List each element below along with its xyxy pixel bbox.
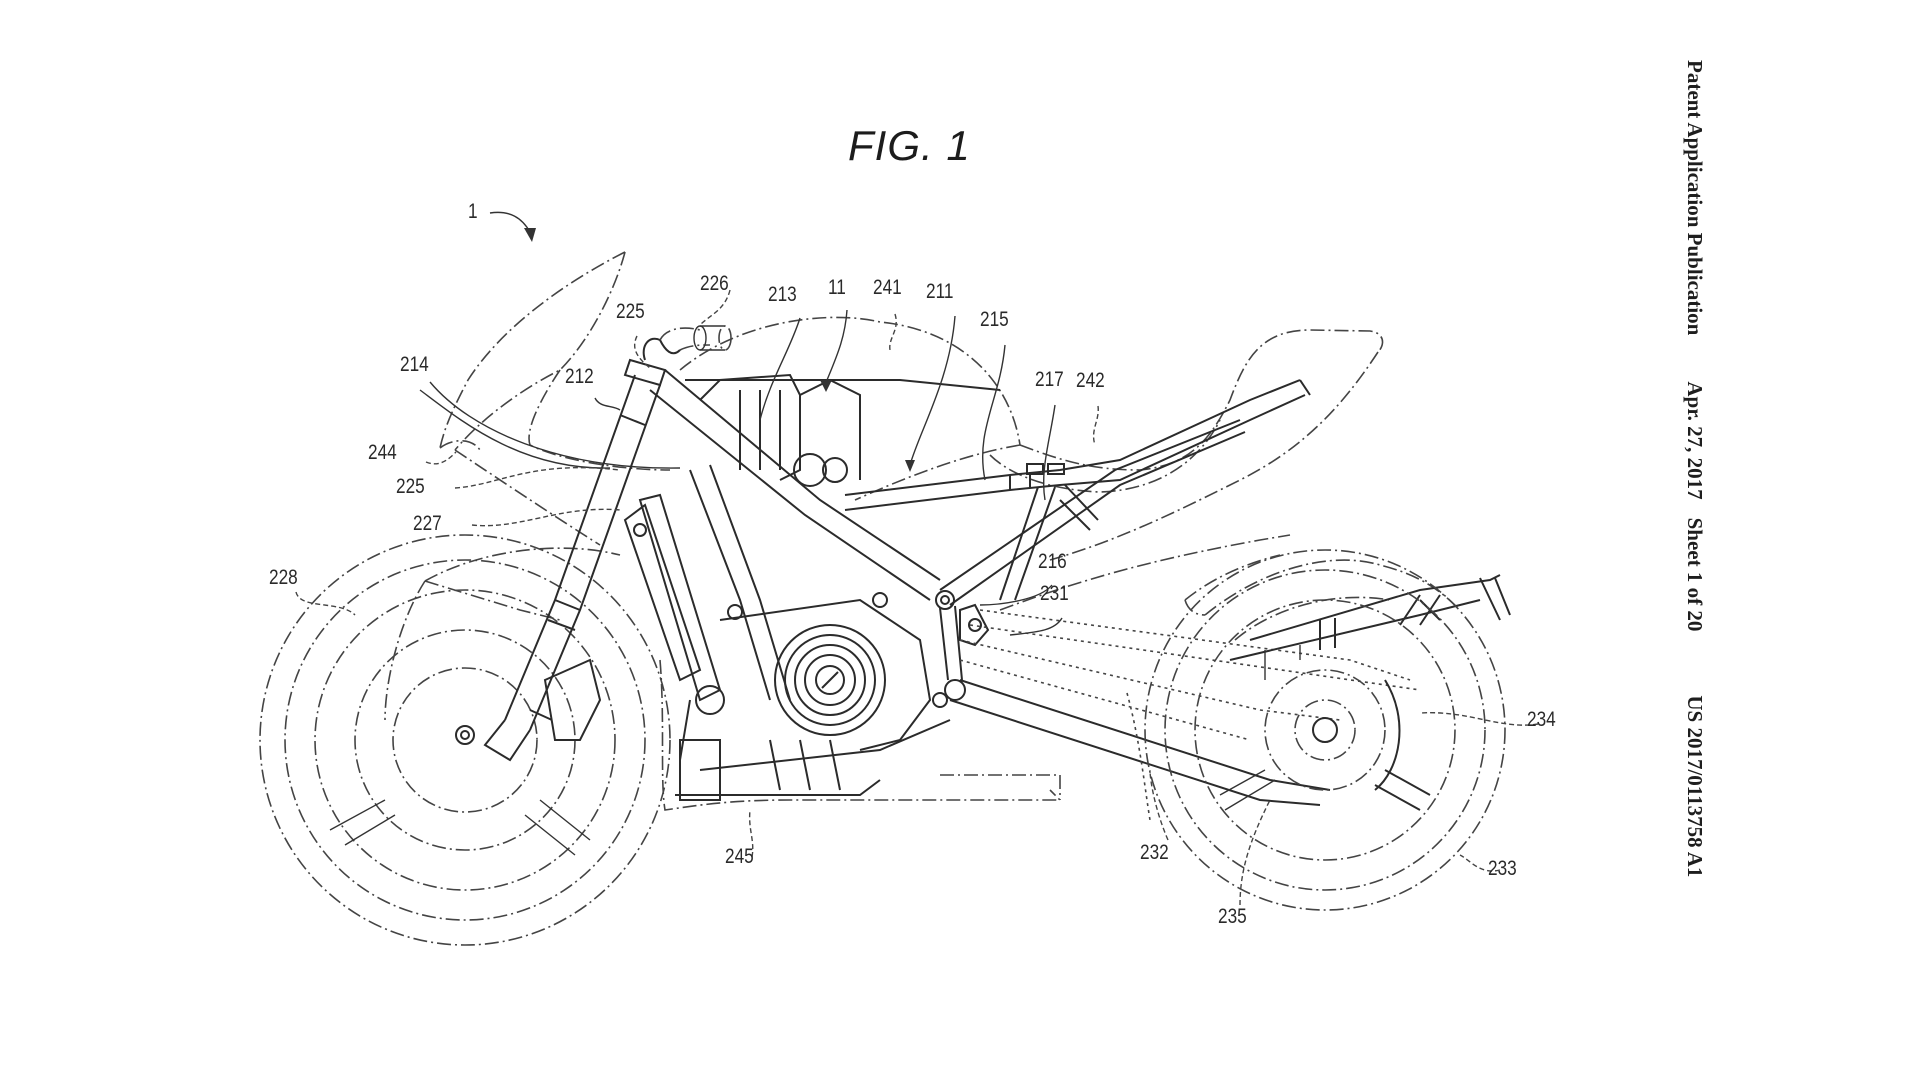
seat — [989, 329, 1384, 561]
reference-arrow-1 — [489, 211, 536, 242]
ref-label-213: 213 — [768, 283, 797, 306]
ref-label-217: 217 — [1035, 368, 1064, 391]
figure-title: FIG. 1 — [848, 122, 971, 169]
steering-head — [623, 325, 732, 387]
fuel-tank — [679, 316, 1021, 501]
ref-label-212: 212 — [565, 365, 594, 388]
engine — [638, 373, 951, 801]
ref-label-232: 232 — [1140, 841, 1169, 864]
ref-label-233: 233 — [1488, 857, 1517, 880]
ref-label-227: 227 — [413, 512, 442, 535]
ref-label-1: 1 — [468, 200, 478, 223]
swing-arm — [949, 609, 1421, 821]
ref-label-214: 214 — [400, 353, 429, 376]
ref-label-244: 244 — [368, 441, 397, 464]
publication-type: Patent Application Publication — [1683, 60, 1708, 336]
ref-label-215: 215 — [980, 308, 1009, 331]
ref-label-11: 11 — [828, 276, 846, 299]
rear-fender — [999, 534, 1461, 641]
publication-date: Apr. 27, 2017 — [1683, 381, 1708, 500]
front-wheel — [259, 534, 671, 946]
ref-label-231: 231 — [1040, 582, 1069, 605]
radiator — [623, 503, 702, 682]
patent-header: Patent Application Publication Apr. 27, … — [1672, 60, 1718, 1020]
ref-label-242: 242 — [1076, 369, 1105, 392]
ref-label-234: 234 — [1527, 708, 1556, 731]
front-fork — [483, 374, 661, 762]
frame — [649, 369, 1311, 701]
ref-label-235: 235 — [1218, 905, 1247, 928]
rear-wheel — [1144, 549, 1506, 911]
under-cowl — [659, 659, 1062, 811]
ref-label-241: 241 — [873, 276, 902, 299]
ref-label-225-side: 225 — [396, 475, 425, 498]
ref-label-226: 226 — [700, 272, 729, 295]
ref-label-211: 211 — [926, 280, 954, 303]
ref-label-245: 245 — [725, 845, 754, 868]
rear-rack — [1229, 574, 1511, 661]
publication-number: US 2017/0113758 A1 — [1683, 695, 1708, 878]
sheet-number: Sheet 1 of 20 — [1683, 517, 1708, 632]
ref-label-228: 228 — [269, 566, 298, 589]
front-fairing — [429, 251, 681, 546]
ref-label-225-top: 225 — [616, 300, 645, 323]
ref-label-216: 216 — [1038, 550, 1067, 573]
leader-lines — [295, 289, 1539, 906]
